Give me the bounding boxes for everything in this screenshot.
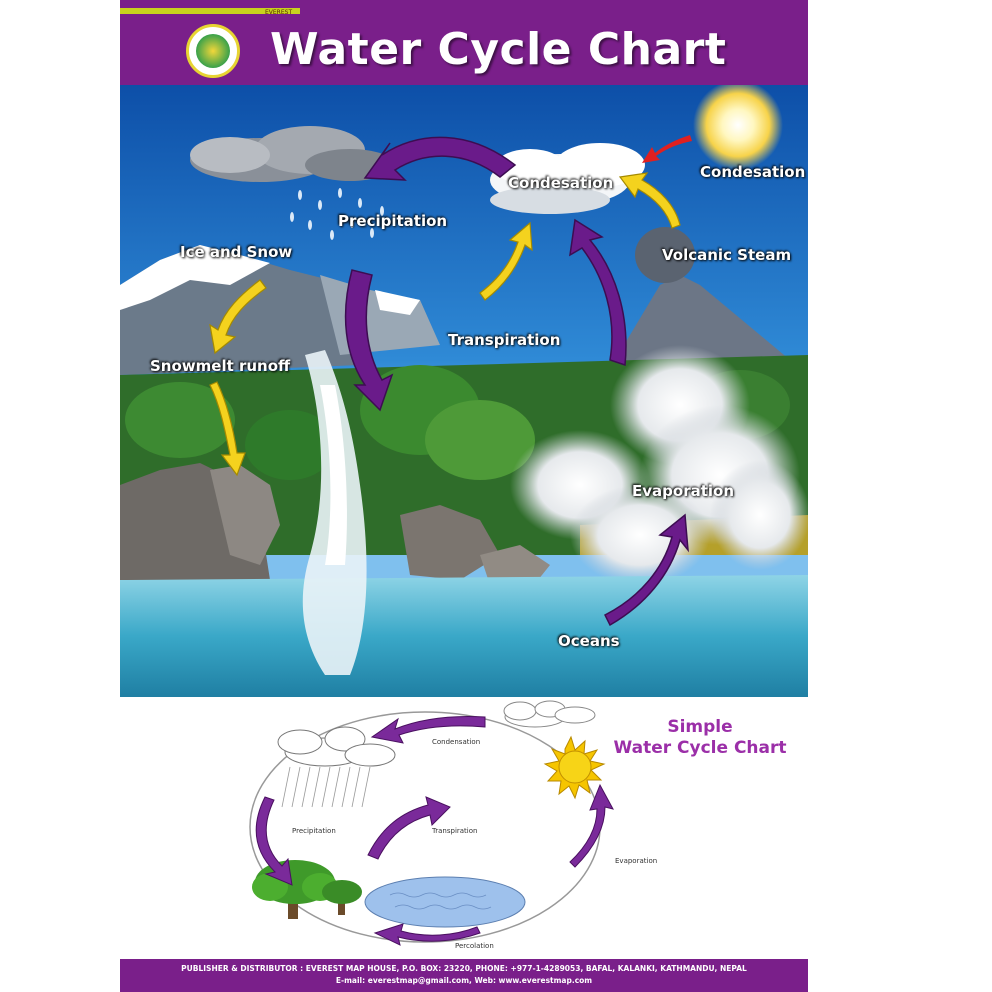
purple-cycle-arrows: [344, 136, 689, 627]
label-evaporation: Evaporation: [632, 482, 735, 500]
rain-cloud-icon: [277, 726, 396, 808]
label-snowmelt-runoff: Snowmelt runoff: [150, 357, 291, 375]
simple-sun-icon: [543, 735, 606, 800]
sun-icon: [693, 85, 783, 170]
label-volcanic-steam: Volcanic Steam: [662, 246, 792, 264]
simple-label-percolation: Percolation: [455, 942, 494, 950]
evaporation-steam: [510, 345, 808, 585]
simple-chart-title-line1: Simple: [667, 717, 733, 737]
simple-purple-arrows: [255, 716, 614, 946]
simple-water-cycle-chart: Condensation Precipitation Transpiration…: [120, 697, 808, 959]
header-banner: EVEREST Water Cycle Chart: [120, 0, 808, 85]
water-cycle-illustration: Condesation Condesation Precipitation Ic…: [120, 85, 808, 697]
label-condensation-sun: Condesation: [700, 163, 806, 181]
label-ice-and-snow: Ice and Snow: [180, 243, 293, 261]
tree-icon: [252, 860, 362, 919]
arrow-oceans-to-evaporation: [603, 513, 689, 627]
simple-label-condensation: Condensation: [432, 738, 481, 746]
simple-arrow-transpiration: [367, 796, 451, 860]
waterfall: [302, 350, 367, 675]
page-title: Water Cycle Chart: [270, 24, 727, 75]
simple-chart-diagram: [249, 700, 614, 946]
publisher-logo: [186, 24, 240, 78]
arrow-volcano-to-condensation: [569, 218, 627, 367]
poster: EVEREST Water Cycle Chart: [120, 0, 808, 992]
label-oceans: Oceans: [558, 632, 620, 650]
lake-icon: [364, 876, 526, 928]
header-badge: EVEREST: [265, 9, 293, 16]
simple-label-precipitation: Precipitation: [292, 827, 336, 835]
yellow-arrows: [209, 172, 681, 477]
raindrops-icon: [290, 188, 384, 240]
simple-arrow-precipitation: [255, 796, 293, 886]
label-precipitation: Precipitation: [338, 212, 448, 230]
contact-info: E-mail: everestmap@gmail.com, Web: www.e…: [335, 976, 593, 985]
simple-label-transpiration: Transpiration: [432, 827, 478, 835]
header-accent-strip: [120, 8, 300, 14]
illustration-scene: [120, 85, 808, 697]
condensation-cloud-icon: [503, 700, 596, 728]
simple-label-evaporation: Evaporation: [615, 857, 658, 865]
label-condensation-cloud: Condesation: [508, 174, 614, 192]
arrow-snow-to-runoff: [209, 279, 267, 355]
arrow-transpiration-up: [479, 221, 533, 301]
simple-arrow-percolation: [373, 923, 481, 946]
footer-banner: PUBLISHER & DISTRIBUTOR : EVEREST MAP HO…: [120, 959, 808, 992]
simple-chart-title-line2: Water Cycle Chart: [613, 738, 787, 758]
red-sun-arrow-icon: [642, 135, 692, 163]
simple-arrow-evaporation: [569, 783, 614, 868]
granite-rocks: [120, 463, 550, 590]
snow-mountains: [120, 245, 440, 375]
white-cloud-icon: [490, 143, 645, 214]
arrow-volcanic-steam-up: [618, 172, 681, 229]
label-transpiration: Transpiration: [448, 331, 561, 349]
logo-emblem-icon: [196, 34, 230, 68]
arrow-runoff-down: [209, 381, 246, 477]
simple-arrow-condensation: [370, 716, 486, 744]
publisher-info: PUBLISHER & DISTRIBUTOR : EVEREST MAP HO…: [181, 964, 747, 973]
arrow-condensation-to-precipitation: [363, 136, 517, 181]
storm-cloud-icon: [190, 126, 395, 182]
arrow-precipitation-down: [344, 269, 394, 412]
ocean-water: [120, 575, 808, 697]
